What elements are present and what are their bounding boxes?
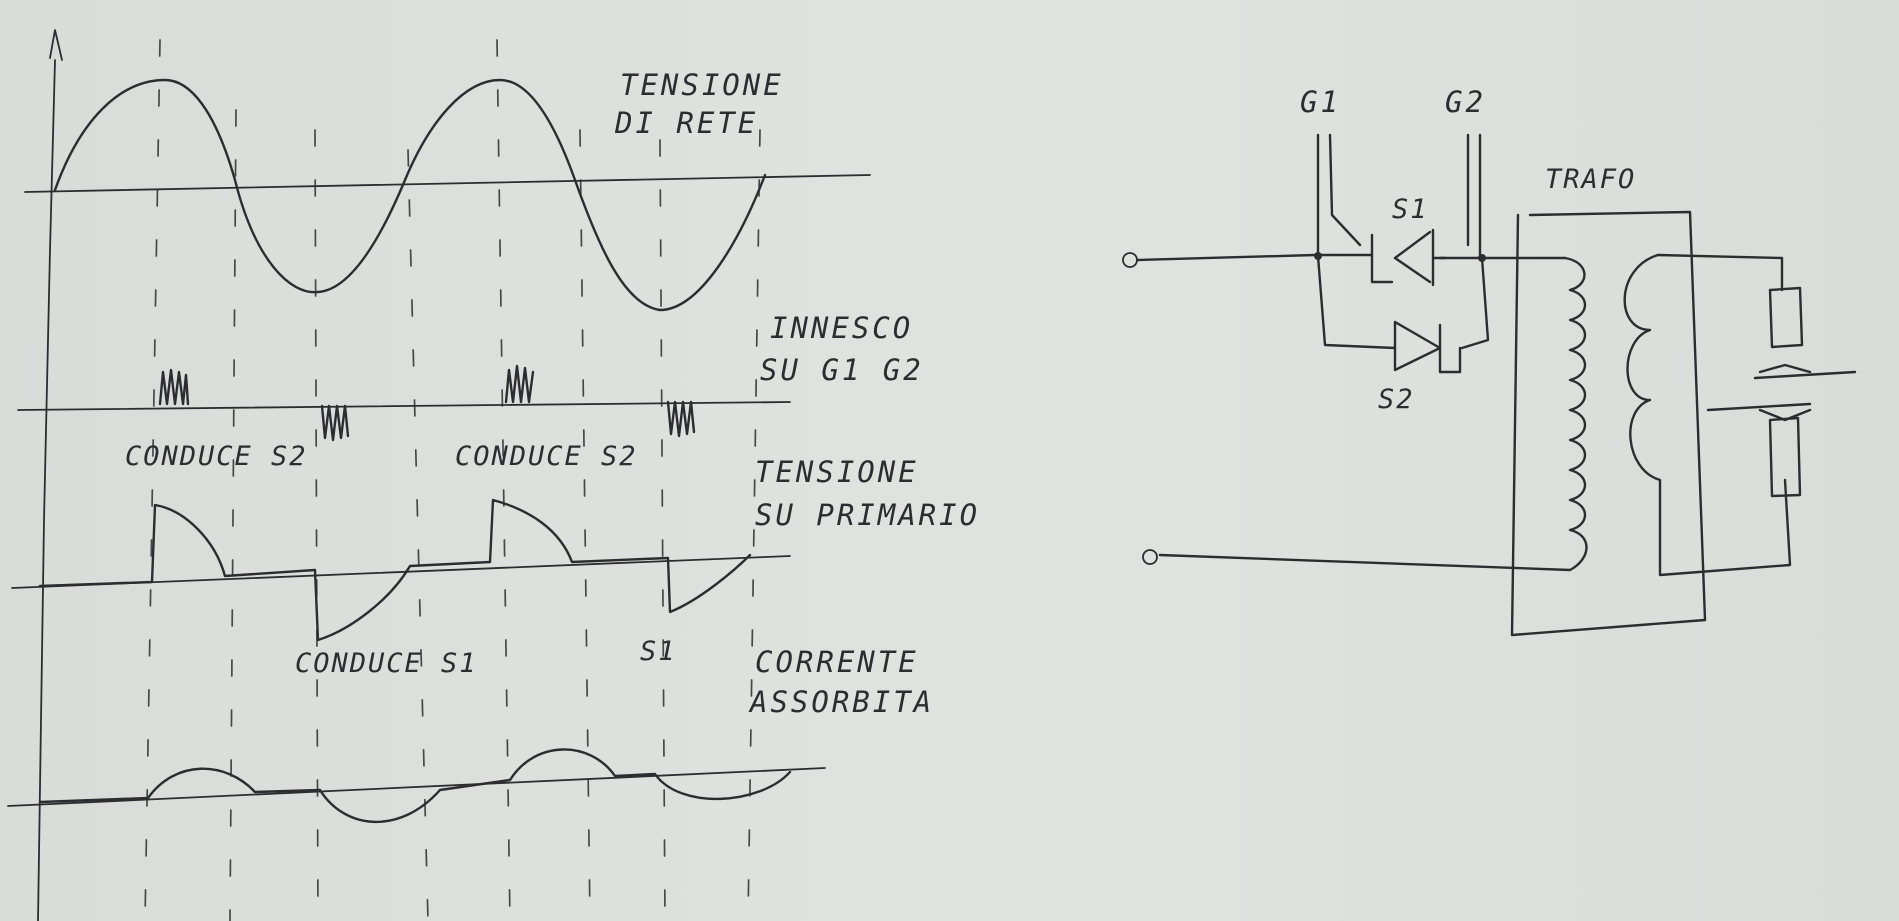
primary-annotation-2: CONDUCE S2	[455, 441, 638, 472]
scr-s2-label: S2	[1378, 384, 1415, 415]
current-label-line1: CORRENTE	[755, 645, 919, 679]
mains-label-line1: TENSIONE	[620, 68, 784, 102]
primary-annotation-4: S1	[640, 636, 677, 667]
line-wire	[1135, 253, 1374, 262]
trigger-label-line2: SU G1 G2	[760, 353, 924, 387]
axis-arrow	[49, 29, 63, 61]
gate1-wire	[1316, 133, 1362, 257]
trigger-label-line1: INNESCO	[770, 311, 913, 345]
primary-annotation-1: CONDUCE S2	[125, 441, 308, 472]
load-resistor-top	[1768, 286, 1804, 349]
trigger-pulse-3	[504, 364, 535, 404]
primary-winding	[1158, 256, 1588, 572]
timing-diagram: TENSIONE DI RETE INNESCO SU G1 G2 CONDUC…	[7, 29, 980, 921]
trigger-baseline	[17, 401, 791, 411]
primary-label-line2: SU PRIMARIO	[755, 498, 980, 532]
mains-sine-wave	[53, 78, 767, 312]
secondary-winding	[1623, 253, 1792, 577]
scr-s2-return	[1460, 256, 1490, 350]
gate2-wire	[1466, 133, 1482, 260]
transformer-outline	[1510, 210, 1707, 637]
secondary-top-lead	[1656, 253, 1784, 292]
scr-s1-symbol	[1370, 228, 1447, 287]
circuit-schematic: G1 G2 S1 S2 TRAFO	[1122, 85, 1857, 637]
transformer-label: TRAFO	[1545, 164, 1636, 195]
primary-label-line1: TENSIONE	[755, 455, 919, 489]
primary-voltage-wave	[38, 498, 752, 642]
current-label-line2: ASSORBITA	[748, 685, 934, 719]
gate2-label: G2	[1445, 85, 1486, 119]
load-plate-electrode	[1706, 363, 1857, 422]
scr-s2-symbol	[1316, 254, 1462, 374]
vertical-axis	[37, 59, 56, 921]
mains-baseline	[24, 174, 871, 193]
trigger-pulse-4	[666, 400, 696, 438]
input-terminal-bottom	[1142, 549, 1158, 565]
trigger-pulse-1	[158, 368, 190, 406]
input-terminal-top	[1122, 252, 1138, 268]
primary-annotation-3: CONDUCE S1	[295, 648, 478, 679]
current-baseline	[7, 767, 826, 807]
mains-label-line2: DI RETE	[614, 106, 758, 140]
trigger-pulse-2	[320, 404, 350, 442]
current-wave	[38, 748, 792, 824]
gate1-label: G1	[1300, 85, 1341, 119]
scr-s1-label: S1	[1392, 194, 1429, 225]
